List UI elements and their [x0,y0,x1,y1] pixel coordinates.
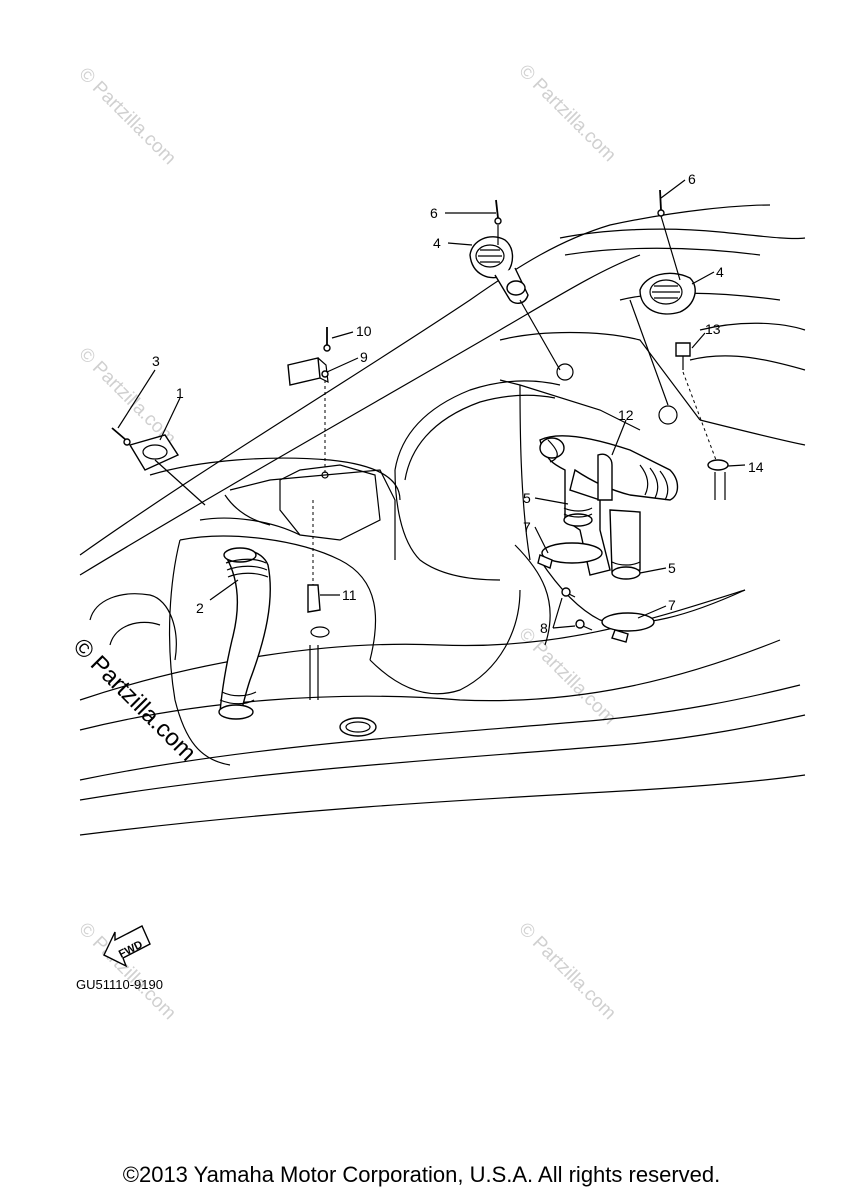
callout-7-lower: 7 [668,597,676,613]
callout-2: 2 [196,600,204,616]
watermark: © Partzilla.com [74,64,179,169]
part-7-clamp-upper [537,542,603,569]
hull-outline [79,204,806,836]
part-14-clamp [707,459,729,500]
callout-12: 12 [618,407,634,423]
callout-10: 10 [356,323,372,339]
part-3-rivet [111,427,131,446]
watermark: © Partzilla.com [74,344,179,449]
part-6-rivet-left [494,199,502,225]
copyright-notice: ©2013 Yamaha Motor Corporation, U.S.A. A… [122,1162,721,1187]
watermarks: © Partzilla.com © Partzilla.com © Partzi… [68,61,620,1024]
part-9-bracket [287,357,329,386]
part-6-rivet-right [657,189,665,217]
watermark: © Partzilla.com [514,919,619,1024]
diagram-code: GU51110-9190 [76,977,163,992]
watermark: © Partzilla.com [514,61,619,166]
callout-1: 1 [176,385,184,401]
callout-5-upper: 5 [523,490,531,506]
inspection-cover [339,717,377,737]
watermark: © Partzilla.com [514,624,619,729]
callout-4-right: 4 [716,264,724,280]
guide-line [629,299,669,406]
mount-hole [658,405,678,425]
callout-11: 11 [342,587,357,603]
callout-7-upper: 7 [523,519,531,535]
part-4-vent-cover-right [639,272,696,315]
part-11-drain-tube [307,500,330,700]
callout-9: 9 [360,349,368,365]
watermark-prominent: © Partzilla.com [68,633,201,766]
part-7-clamp-lower [601,612,655,643]
mount-hole [321,471,329,479]
callout-5-lower: 5 [668,560,676,576]
callout-14: 14 [748,459,764,475]
part-1-duct-flange [128,434,180,471]
callout-6-left: 6 [430,205,438,221]
part-8-screws [552,587,593,631]
callout-3: 3 [152,353,160,369]
leader-lines [117,179,746,619]
guide-line [519,299,561,371]
mount-hole [556,363,574,381]
part-10-rivet [323,327,331,352]
part-2-vent-hose [218,547,271,720]
callout-8: 8 [540,620,548,636]
callout-6-right: 6 [688,171,696,187]
part-4-vent-cover-left [469,236,529,304]
part-5-hose-upper [563,507,593,527]
callout-13: 13 [705,321,721,337]
part-13-check-valve [675,342,691,370]
part-12-y-duct [539,435,679,576]
callout-4-left: 4 [433,235,441,251]
part-5-hose-lower [609,509,641,580]
guide-line [682,371,717,461]
guide-line [660,215,681,281]
callout-labels: 1 2 3 4 4 5 5 6 6 7 7 8 9 10 11 12 13 14 [152,171,764,636]
